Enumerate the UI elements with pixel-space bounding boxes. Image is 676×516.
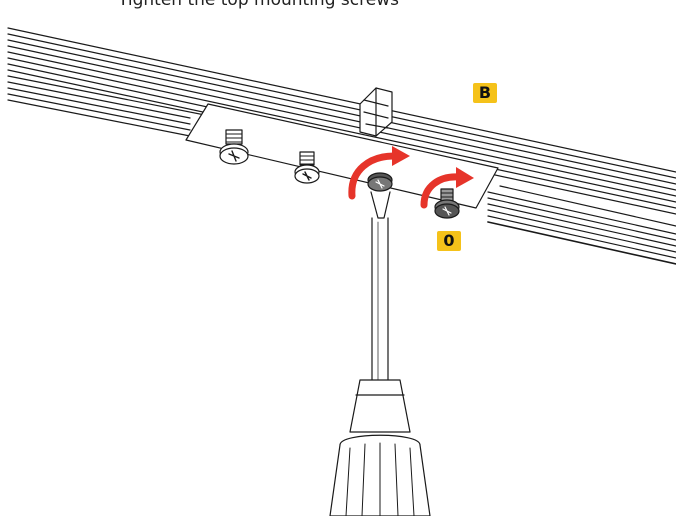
rotation-arrow-icon: [348, 146, 410, 200]
lower-rail: [7, 75, 676, 265]
mounting-plate: [185, 103, 499, 209]
screw-icon: [219, 129, 249, 165]
callout-label-screw: 0: [437, 231, 461, 251]
step-caption: Tighten the top mounting screws: [0, 0, 676, 12]
caption-text: Tighten the top mounting screws: [118, 0, 399, 10]
screw-icon: [434, 188, 460, 219]
screwdriver-icon: [329, 191, 431, 516]
rotation-arrow-icon: [420, 167, 474, 209]
connector-clip-icon: [359, 87, 393, 137]
screw-icon: [367, 172, 393, 192]
callout-label-b: B: [473, 83, 497, 103]
upper-rail: [7, 27, 676, 215]
screw-icon: [294, 151, 320, 184]
